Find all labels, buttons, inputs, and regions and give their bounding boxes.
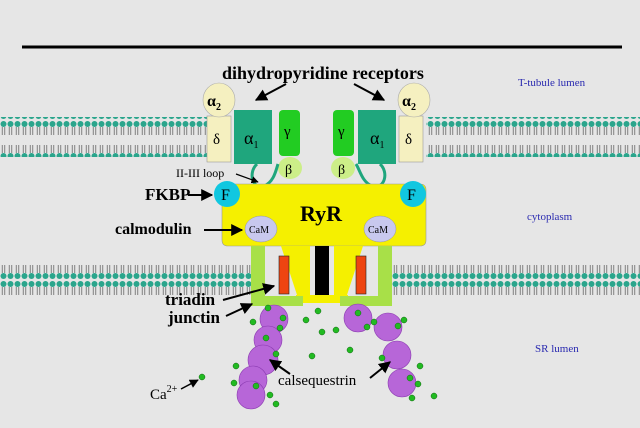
calsequestrin-arrow-right xyxy=(369,361,391,379)
junctin-base-right xyxy=(340,296,392,306)
calsequestrin-arrow-left xyxy=(269,359,291,375)
fkbp-right xyxy=(400,181,426,207)
junctin-label: junctin xyxy=(167,308,221,327)
calmodulin-right xyxy=(363,215,397,243)
gamma-subunit-right xyxy=(333,110,354,156)
alpha2-label-left: α2 xyxy=(207,93,221,113)
calcium-label: Ca2+ xyxy=(150,384,178,403)
beta-subunit-left xyxy=(278,157,302,179)
t-tubule-membrane-left xyxy=(0,117,208,157)
ii-iii-loop-left xyxy=(250,162,280,189)
beta-subunit-right xyxy=(331,157,355,179)
ii-iii-loop-arrow xyxy=(235,173,259,184)
t-tubule-lumen-label: T-tubule lumen xyxy=(518,77,586,89)
sr-membrane-right xyxy=(392,257,640,297)
gamma-subunit-left xyxy=(279,110,300,156)
calsequestrin-label: calsequestrin xyxy=(278,373,357,389)
alpha2-label-right: α2 xyxy=(402,93,416,113)
calcium-arrow xyxy=(180,379,199,390)
cam-label-left: CaM xyxy=(249,225,269,236)
triadin-left xyxy=(278,255,290,295)
calcium-ions xyxy=(198,304,438,408)
t-tubule-membrane-right xyxy=(426,117,640,157)
cam-label-right: CaM xyxy=(368,225,388,236)
gamma-label-right: γ xyxy=(337,124,345,140)
dhpr-arrow-right xyxy=(353,83,386,101)
alpha2-subunit-left xyxy=(202,82,236,118)
junctin-pillar-right xyxy=(378,246,392,306)
dhpr-arrow-left xyxy=(254,83,287,101)
fkbp-left xyxy=(214,181,240,207)
beta-label-right: β xyxy=(338,163,345,178)
alpha1-subunit-left xyxy=(234,110,272,164)
fkbp-f-right: F xyxy=(407,187,416,204)
calmodulin-label: calmodulin xyxy=(115,221,192,238)
junctin-base-left xyxy=(251,296,303,306)
alpha1-subunit-right xyxy=(358,110,396,164)
junctin-arrow xyxy=(225,303,254,317)
dhpr-label: dihydropyridine receptors xyxy=(222,63,424,83)
ryr-pore-base xyxy=(296,295,348,303)
fkbp-f-left: F xyxy=(221,187,230,204)
delta-label-left: δ xyxy=(213,132,220,148)
delta-subunit-left xyxy=(206,115,232,163)
fkbp-label: FKBP xyxy=(145,185,190,204)
ii-iii-loop-right xyxy=(354,162,387,189)
ii-iii-loop-label: II-III loop xyxy=(176,166,224,180)
cytoplasm-label: cytoplasm xyxy=(527,211,573,223)
triadin-right xyxy=(355,255,367,295)
ryr-pore xyxy=(315,246,329,298)
gamma-label-left: γ xyxy=(283,124,291,140)
delta-label-right: δ xyxy=(405,132,412,148)
calmodulin-left xyxy=(244,215,278,243)
alpha1-label-right: α1 xyxy=(370,128,384,151)
ryr-label: RyR xyxy=(300,201,343,226)
delta-subunit-right xyxy=(398,115,424,163)
triadin-arrow xyxy=(222,283,276,301)
alpha1-label-left: α1 xyxy=(244,128,258,151)
sr-membrane-left xyxy=(0,257,252,297)
beta-label-left: β xyxy=(285,163,292,178)
triadin-label: triadin xyxy=(165,290,216,309)
calsequestrin-chain-left xyxy=(236,304,289,410)
sr-lumen-label: SR lumen xyxy=(535,343,579,355)
alpha2-subunit-right xyxy=(397,82,431,118)
